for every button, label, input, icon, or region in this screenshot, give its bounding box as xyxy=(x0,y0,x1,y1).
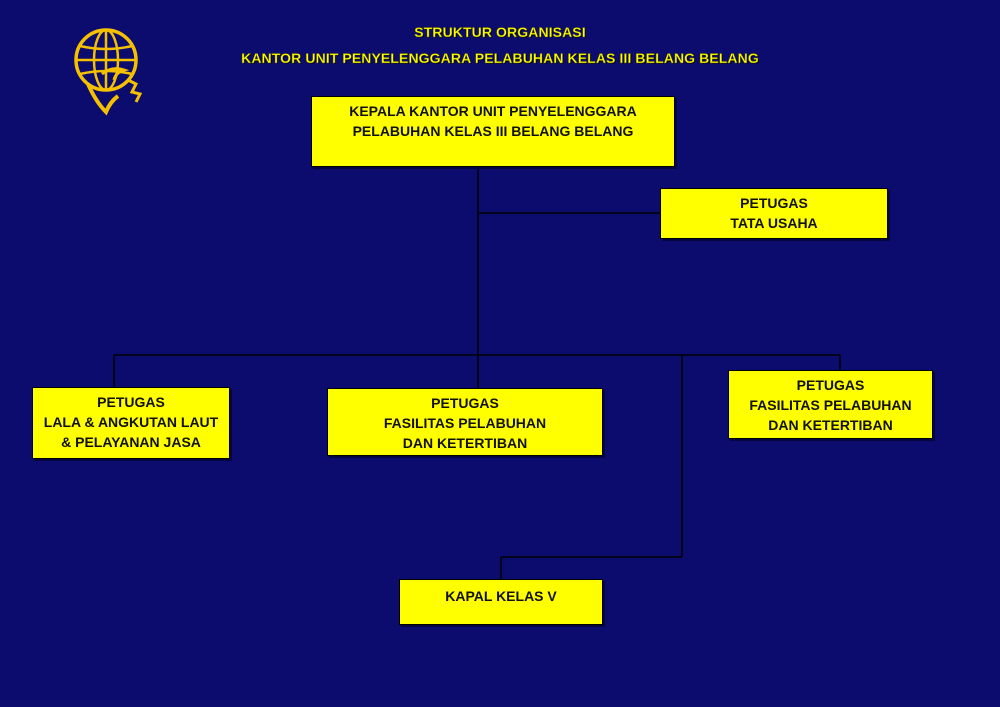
org-box-fasilitas-pelabuhan-1: PETUGAS FASILITAS PELABUHAN DAN KETERTIB… xyxy=(327,388,603,456)
box-line: PETUGAS xyxy=(97,394,165,410)
box-line: & PELAYANAN JASA xyxy=(61,434,201,450)
box-line: PETUGAS xyxy=(740,195,808,211)
page-title: STRUKTUR ORGANISASI xyxy=(414,24,586,40)
org-box-lala-angkutan-laut: PETUGAS LALA & ANGKUTAN LAUT & PELAYANAN… xyxy=(32,387,230,459)
box-line: PELABUHAN KELAS III BELANG BELANG xyxy=(352,123,634,139)
box-line: PETUGAS xyxy=(796,377,865,393)
box-line: KAPAL KELAS V xyxy=(445,588,557,604)
box-line: FASILITAS PELABUHAN xyxy=(749,397,912,413)
page-subtitle: KANTOR UNIT PENYELENGGARA PELABUHAN KELA… xyxy=(241,50,759,66)
box-line: FASILITAS PELABUHAN xyxy=(383,415,547,431)
ministry-transport-emblem-icon xyxy=(74,28,143,116)
org-box-fasilitas-pelabuhan-2: PETUGAS FASILITAS PELABUHAN DAN KETERTIB… xyxy=(728,370,933,439)
org-box-tata-usaha: PETUGAS TATA USAHA xyxy=(660,188,888,239)
box-line: LALA & ANGKUTAN LAUT xyxy=(43,414,219,430)
box-line: DAN KETERTIBAN xyxy=(402,435,528,451)
box-line: KEPALA KANTOR UNIT PENYELENGGARA xyxy=(349,103,637,119)
box-line: DAN KETERTIBAN xyxy=(768,417,893,433)
org-box-kapal-kelas-v: KAPAL KELAS V xyxy=(399,579,603,625)
box-line: PETUGAS xyxy=(431,395,499,411)
org-box-kepala-kantor: KEPALA KANTOR UNIT PENYELENGGARA PELABUH… xyxy=(311,96,675,167)
box-line: TATA USAHA xyxy=(730,215,818,231)
